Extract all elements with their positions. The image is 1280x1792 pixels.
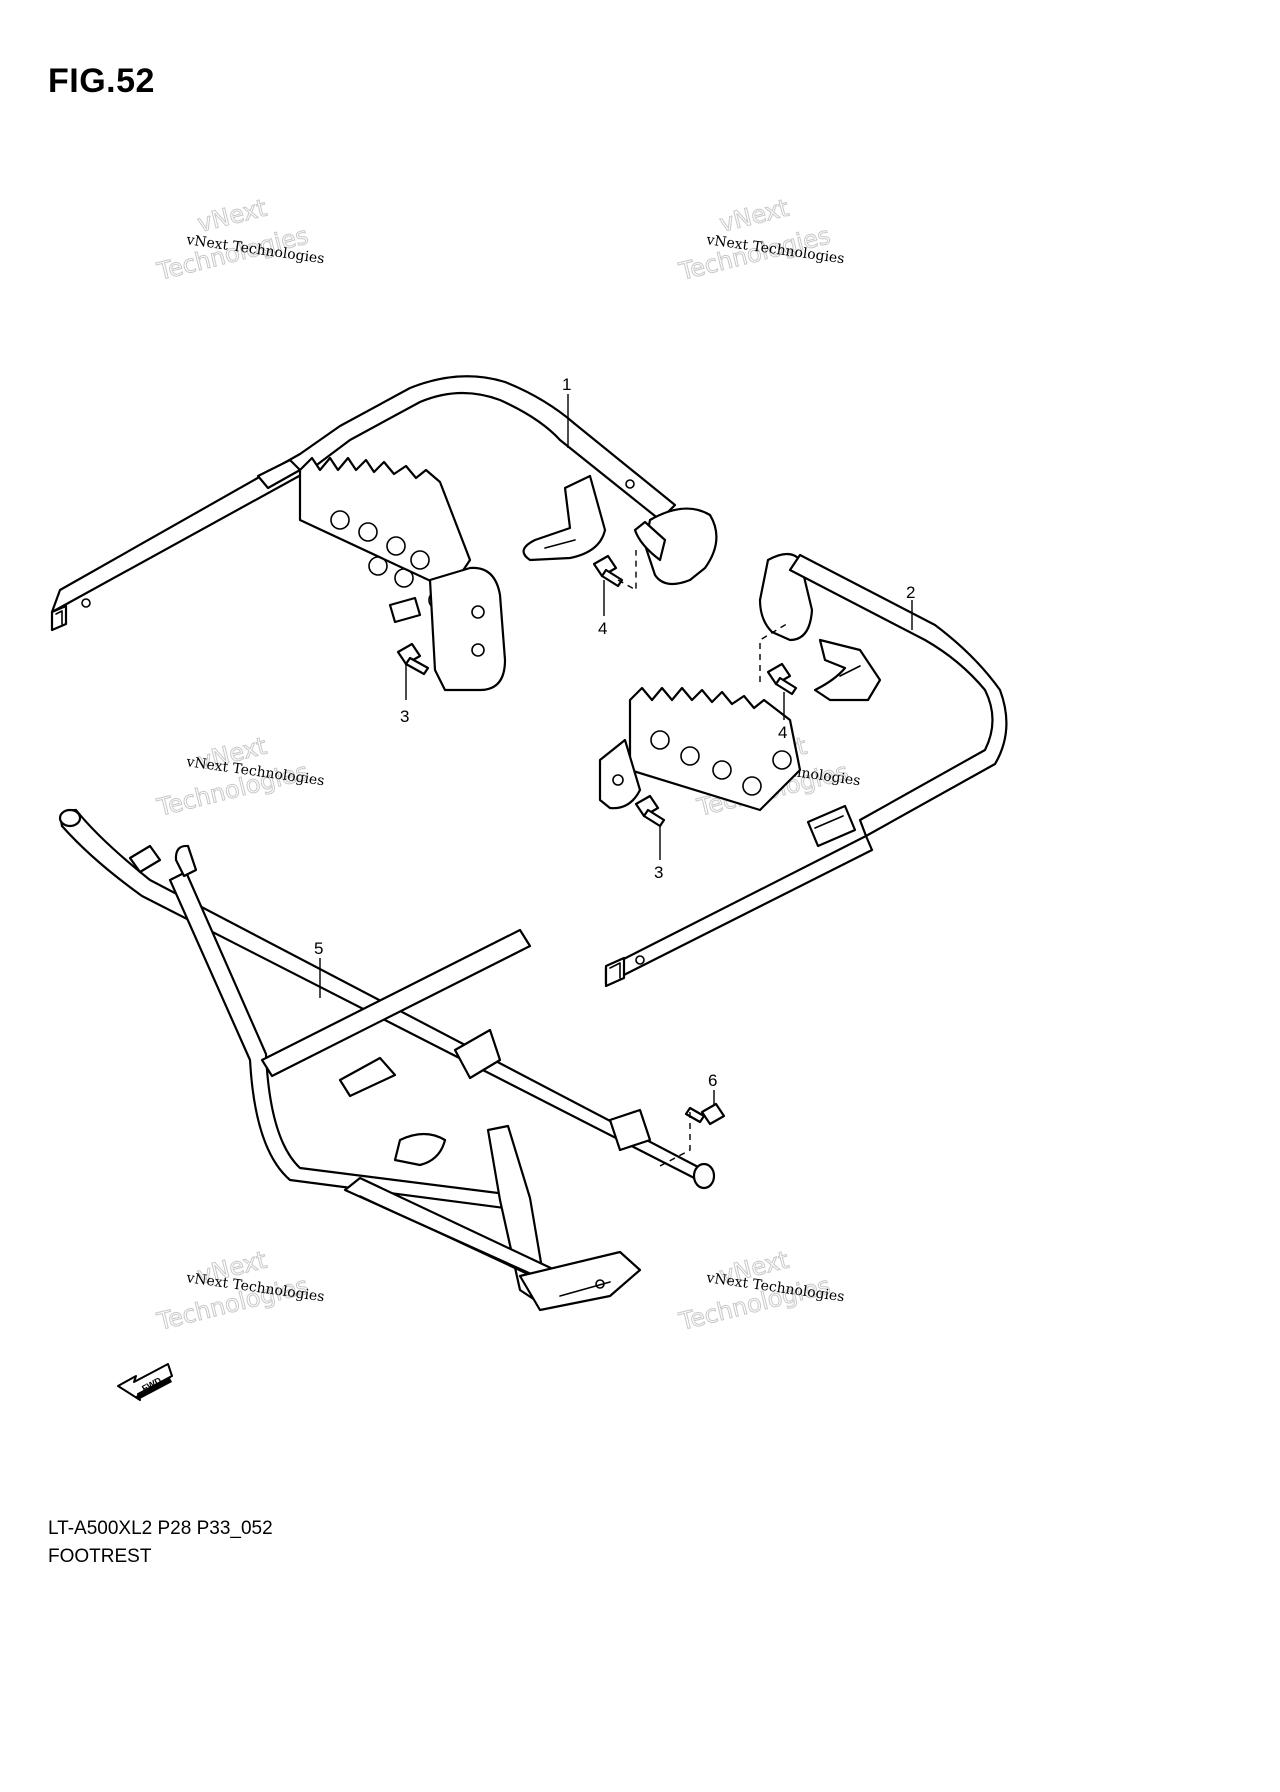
watermark-bottom-left: vNext Technologies vNext Technologies xyxy=(153,1245,325,1336)
callout-3-right: 3 xyxy=(654,863,663,882)
part-1-left-footrest xyxy=(50,375,718,692)
figure-title: FIG.52 xyxy=(48,62,155,100)
svg-text:vNext: vNext xyxy=(717,194,792,238)
bolt-3-left xyxy=(396,642,430,676)
callout-4-left: 4 xyxy=(598,619,607,638)
bolt-6 xyxy=(684,1102,726,1126)
fwd-direction-arrow: FWD xyxy=(117,1363,173,1401)
model-code: LT-A500XL2 P28 P33_052 xyxy=(48,1518,273,1539)
bolt-4-right xyxy=(766,662,798,696)
callout-5: 5 xyxy=(314,939,323,958)
insert-line-bolt-6 xyxy=(659,1112,691,1167)
callout-6: 6 xyxy=(708,1071,717,1090)
watermark-mid-left: vNext Technologies vNext Technologies xyxy=(153,731,325,822)
insert-line-bolt-4-left xyxy=(617,550,637,592)
callout-4-right: 4 xyxy=(778,723,787,742)
bolt-4-left xyxy=(592,554,624,588)
insert-line-bolt-4-right xyxy=(759,621,791,682)
section-name: FOOTREST xyxy=(48,1546,152,1567)
watermark-top-left: vNext Technologies vNext Technologies xyxy=(153,193,325,286)
watermark-top-right: vNext Technologies vNext Technologies xyxy=(675,193,845,286)
bolt-3-right xyxy=(634,794,666,828)
svg-text:vNext: vNext xyxy=(195,194,270,238)
part-5-bumper-frame xyxy=(58,808,716,1312)
part-2-right-footrest xyxy=(598,552,1008,988)
callout-2: 2 xyxy=(906,583,915,602)
callout-1: 1 xyxy=(562,375,571,394)
watermark-bottom-right: vNext Technologies vNext Technologies xyxy=(675,1245,845,1336)
callout-3-left: 3 xyxy=(400,707,409,726)
